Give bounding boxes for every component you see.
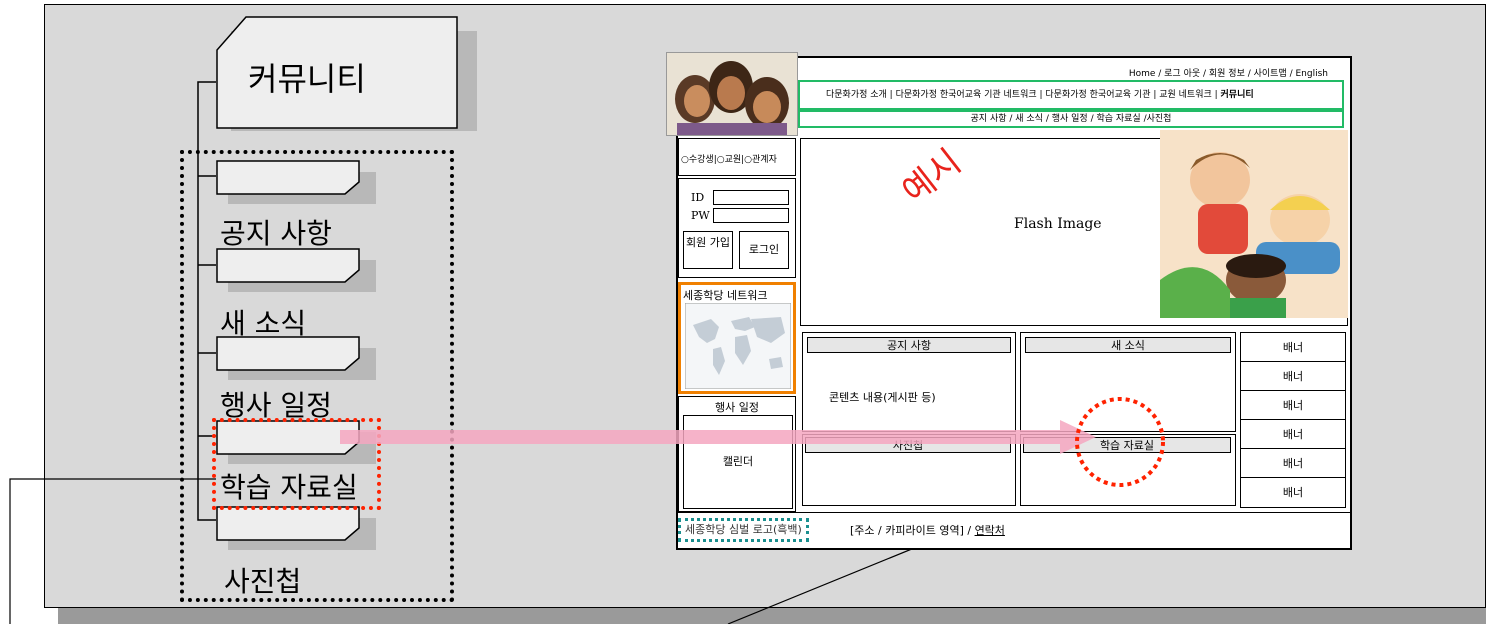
news-header[interactable]: 새 소식 [1025, 337, 1231, 353]
user-type-box: ○수강생|○교원|○관계자 [678, 138, 796, 176]
join-button[interactable]: 회원 가입 [683, 231, 733, 269]
node-photos-label: 사진첩 [224, 565, 302, 598]
library-target-circle [1075, 397, 1165, 487]
join-button-label: 회원 가입 [686, 236, 730, 249]
banner-6[interactable]: 배너 [1282, 486, 1304, 499]
login-button[interactable]: 로그인 [739, 231, 789, 269]
main-nav-links[interactable]: 다문화가정 소개 | 다문화가정 한국어교육 기관 네트워크 | 다문화가정 한… [826, 90, 1221, 100]
banner-3[interactable]: 배너 [1241, 391, 1345, 420]
main-nav-active[interactable]: 커뮤니티 [1220, 90, 1254, 100]
node-library-label: 학습 자료실 [220, 471, 358, 504]
pw-input[interactable] [713, 208, 789, 223]
banner-2[interactable]: 배너 [1241, 362, 1345, 391]
notice-header[interactable]: 공지 사항 [807, 337, 1011, 353]
login-button-label: 로그인 [748, 243, 780, 256]
calendar-widget[interactable]: 캘린더 [683, 415, 793, 509]
sub-nav[interactable]: 공지 사항 / 새 소식 / 행사 일정 / 학습 자료실 /사진첩 [798, 110, 1344, 128]
contact-link[interactable]: 연락처 [974, 524, 1005, 537]
banner-4[interactable]: 배너 [1241, 420, 1345, 449]
mapping-arrow [340, 420, 1096, 454]
cartoon-kids-image [1160, 130, 1348, 318]
node-events-label: 행사 일정 [220, 389, 332, 422]
node-events[interactable] [216, 336, 362, 372]
calendar-label: 캘린더 [722, 455, 754, 468]
network-box[interactable]: 세종학당 네트워크 [678, 282, 796, 394]
top-links[interactable]: Home / 로그 아웃 / 회원 정보 / 사이트맵 / English [1128, 69, 1328, 79]
news-box: 새 소식 [1020, 332, 1236, 432]
node-news[interactable] [216, 248, 362, 284]
node-news-label: 새 소식 [220, 307, 307, 340]
id-label: ID [691, 191, 705, 204]
library-box: 학습 자료실 [1020, 434, 1236, 506]
photo-box: 사진첩 [802, 434, 1016, 506]
main-nav[interactable]: 다문화가정 소개 | 다문화가정 한국어교육 기관 네트워크 | 다문화가정 한… [798, 80, 1344, 110]
user-type-radios[interactable]: ○수강생|○교원|○관계자 [681, 155, 777, 165]
node-notice-label: 공지 사항 [220, 217, 332, 250]
footer-info: [주소 / 카피라이트 영역] / 연락처 [850, 522, 1005, 538]
event-title: 행사 일정 [715, 401, 759, 414]
flash-label: Flash Image [1014, 216, 1102, 232]
footer-logo-label: 세종학당 심벌 로고(흑백) [685, 523, 802, 536]
root-node-label: 커뮤니티 [248, 60, 366, 98]
content-text: 콘텐츠 내용(게시판 등) [829, 391, 936, 404]
footer-logo: 세종학당 심벌 로고(흑백) [678, 518, 809, 542]
world-map-image [685, 303, 791, 389]
footer-divider [678, 512, 1350, 513]
id-input[interactable] [713, 190, 789, 205]
footer-address: [주소 / 카피라이트 영역] / [850, 524, 975, 537]
banner-column: 배너 배너 배너 배너 배너 배너 [1240, 332, 1346, 508]
submenu-group-frame [180, 150, 454, 602]
event-box: 행사 일정 캘린더 [678, 396, 796, 512]
kids-photo [666, 52, 798, 136]
login-box: ID PW 회원 가입 로그인 [678, 178, 796, 278]
library-highlight [212, 418, 381, 510]
banner-1[interactable]: 배너 [1241, 333, 1345, 362]
notice-box: 공지 사항 콘텐츠 내용(게시판 등) [802, 332, 1016, 432]
network-title: 세종학당 네트워크 [683, 289, 768, 302]
kids-photo-image [667, 53, 797, 135]
banner-5[interactable]: 배너 [1241, 449, 1345, 478]
root-node[interactable] [216, 16, 466, 132]
pw-label: PW [691, 209, 710, 222]
node-notice[interactable] [216, 160, 362, 196]
node-photos[interactable] [216, 506, 362, 542]
